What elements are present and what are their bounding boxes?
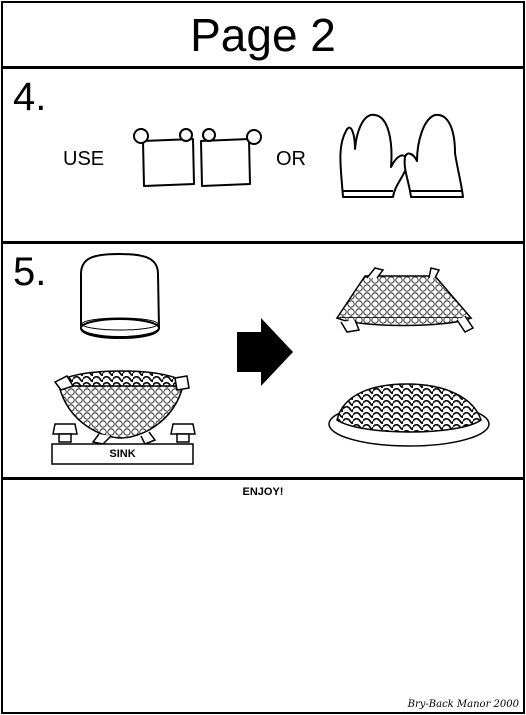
step-5-number: 5. <box>13 250 47 294</box>
oven-mitt-icon <box>339 113 464 198</box>
credit-signature: Bry-Back Manor 2000 <box>407 699 519 710</box>
use-label: USE <box>63 148 105 170</box>
step-5-panel: 5. <box>3 244 523 480</box>
pot-holder-icon <box>133 128 262 187</box>
sink-base <box>51 443 194 465</box>
pot-lid-icon <box>80 252 161 340</box>
page-title: Page 2 <box>190 8 336 61</box>
sink-faucet-icon <box>52 423 196 443</box>
or-label: OR <box>276 148 306 170</box>
colander-icon <box>53 370 190 445</box>
colander-icon <box>335 267 475 333</box>
spaghetti-plate-icon <box>328 383 490 447</box>
enjoy-message: ENJOY! <box>242 486 284 498</box>
arrow-right-icon <box>237 318 293 386</box>
title-band: Page 2 <box>3 3 523 69</box>
sink-label: SINK <box>109 448 136 460</box>
step-4-panel: 4. USE OR <box>3 69 523 244</box>
step-4-number: 4. <box>13 75 47 119</box>
